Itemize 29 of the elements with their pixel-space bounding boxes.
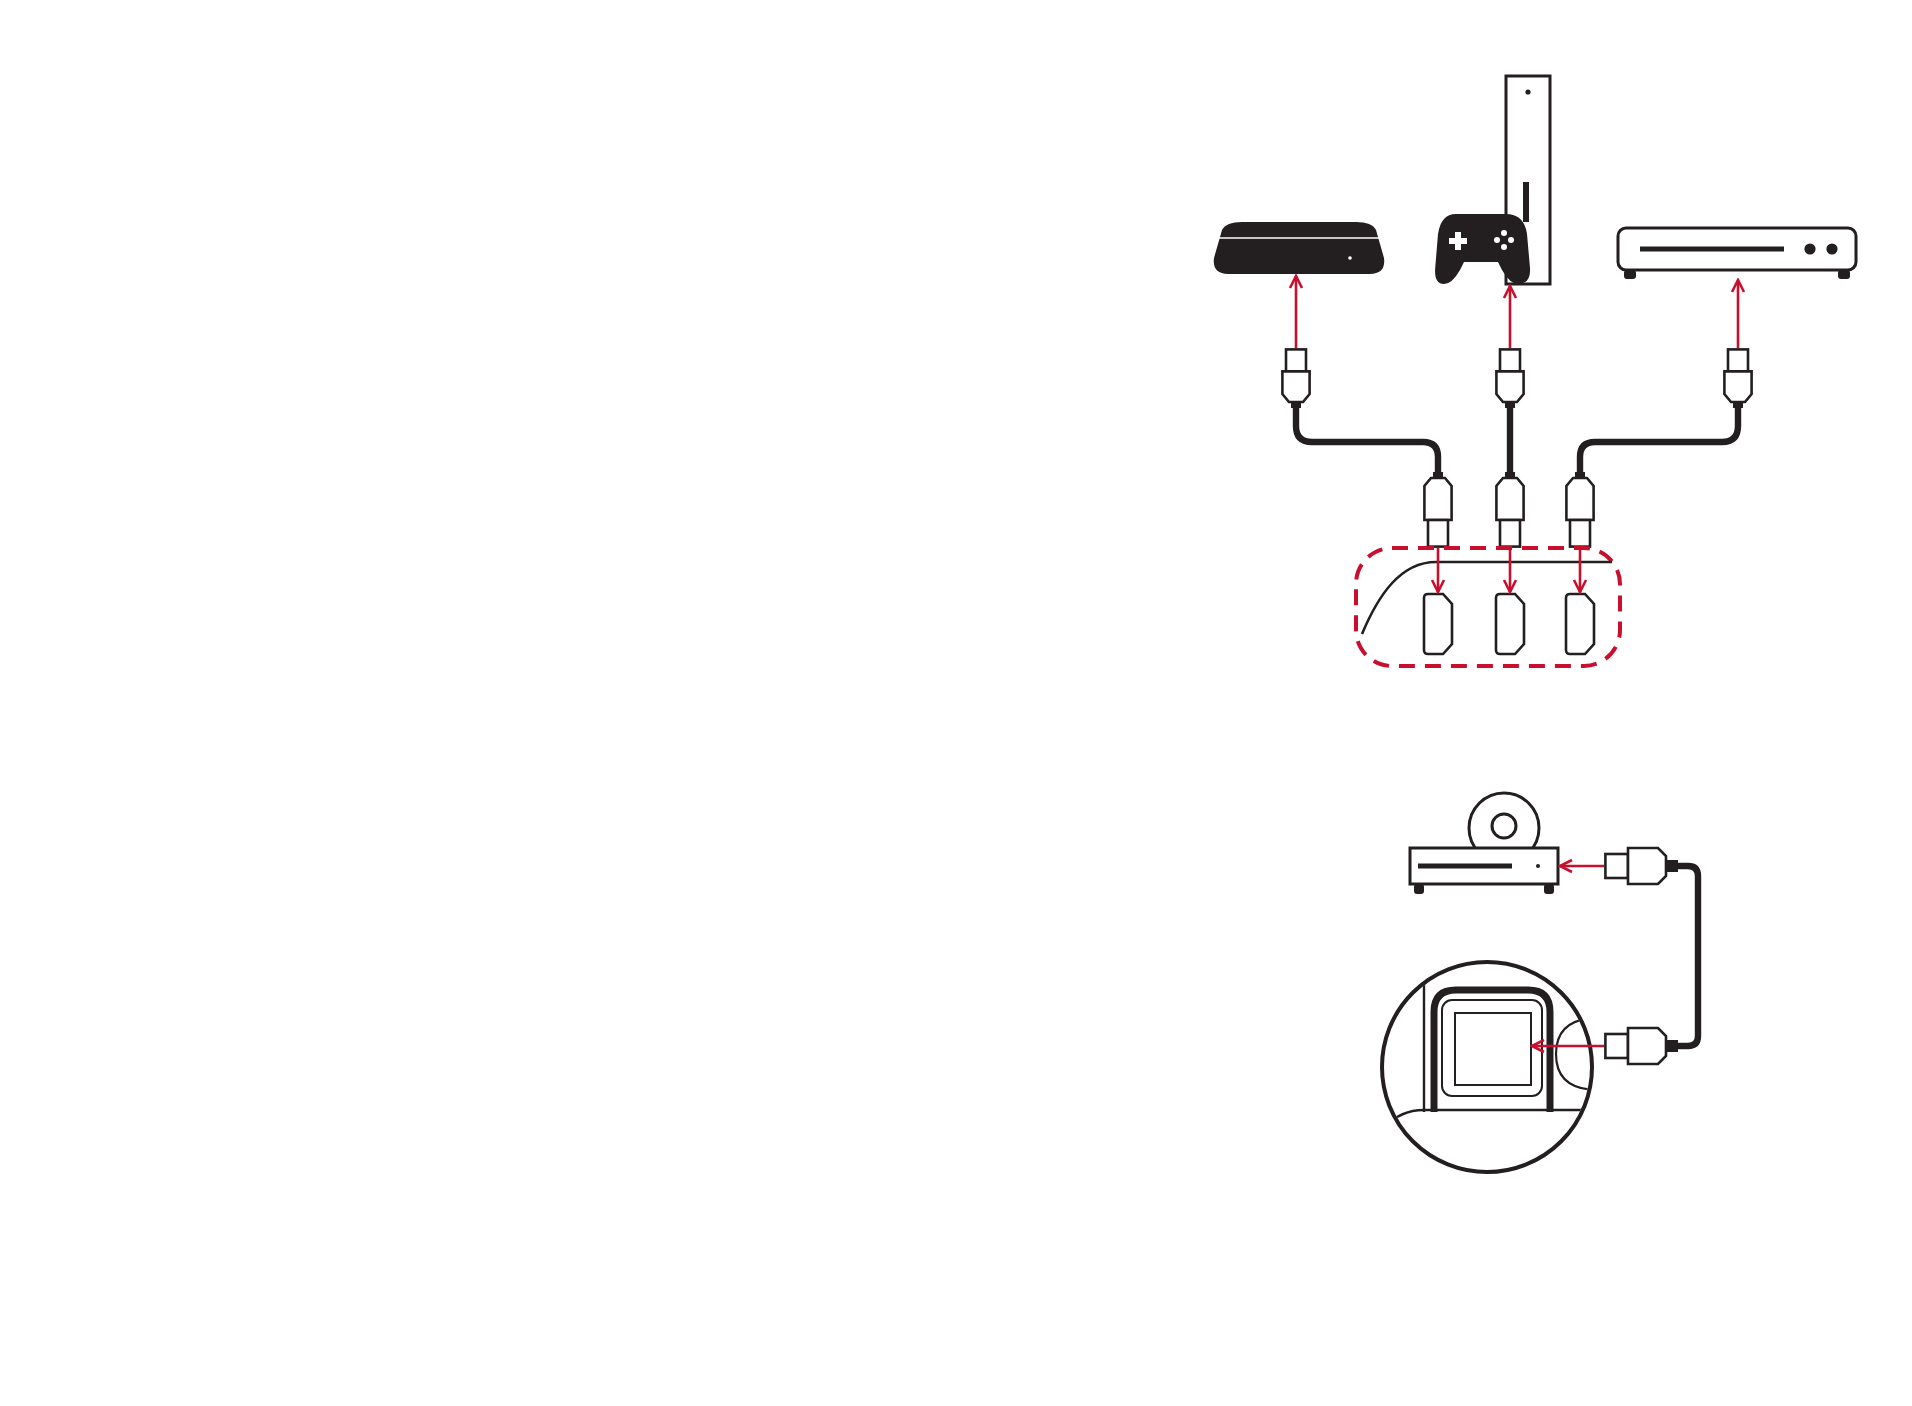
plug-icon: [1494, 472, 1526, 548]
arrow: [1430, 548, 1446, 594]
port-icon: [1454, 1012, 1532, 1086]
arrow: [1730, 278, 1746, 348]
set-top-box-icon: [1212, 220, 1386, 276]
dashed-highlight: [1354, 546, 1622, 668]
arrow: [1288, 274, 1304, 348]
arrow: [1530, 1038, 1604, 1054]
game-console-icon: [1434, 74, 1552, 286]
disc-player-icon: [1408, 790, 1560, 894]
port-icon: [1422, 592, 1454, 656]
plug-icon: [1280, 348, 1312, 408]
cable: [1576, 408, 1742, 472]
plug-icon: [1494, 348, 1526, 408]
arrow: [1502, 284, 1518, 348]
arrow: [1558, 858, 1604, 874]
plug-icon: [1722, 348, 1754, 408]
plug-icon: [1604, 1026, 1678, 1066]
disc-player-icon: [1616, 226, 1858, 280]
plug-icon: [1564, 472, 1596, 548]
cable: [1678, 862, 1702, 1050]
arrow: [1502, 548, 1518, 594]
plug-icon: [1604, 846, 1678, 886]
arrow: [1572, 548, 1588, 594]
port-icon: [1494, 592, 1526, 656]
cable: [1292, 408, 1442, 472]
plug-icon: [1422, 472, 1454, 548]
cable: [1506, 408, 1514, 472]
port-icon: [1564, 592, 1596, 656]
